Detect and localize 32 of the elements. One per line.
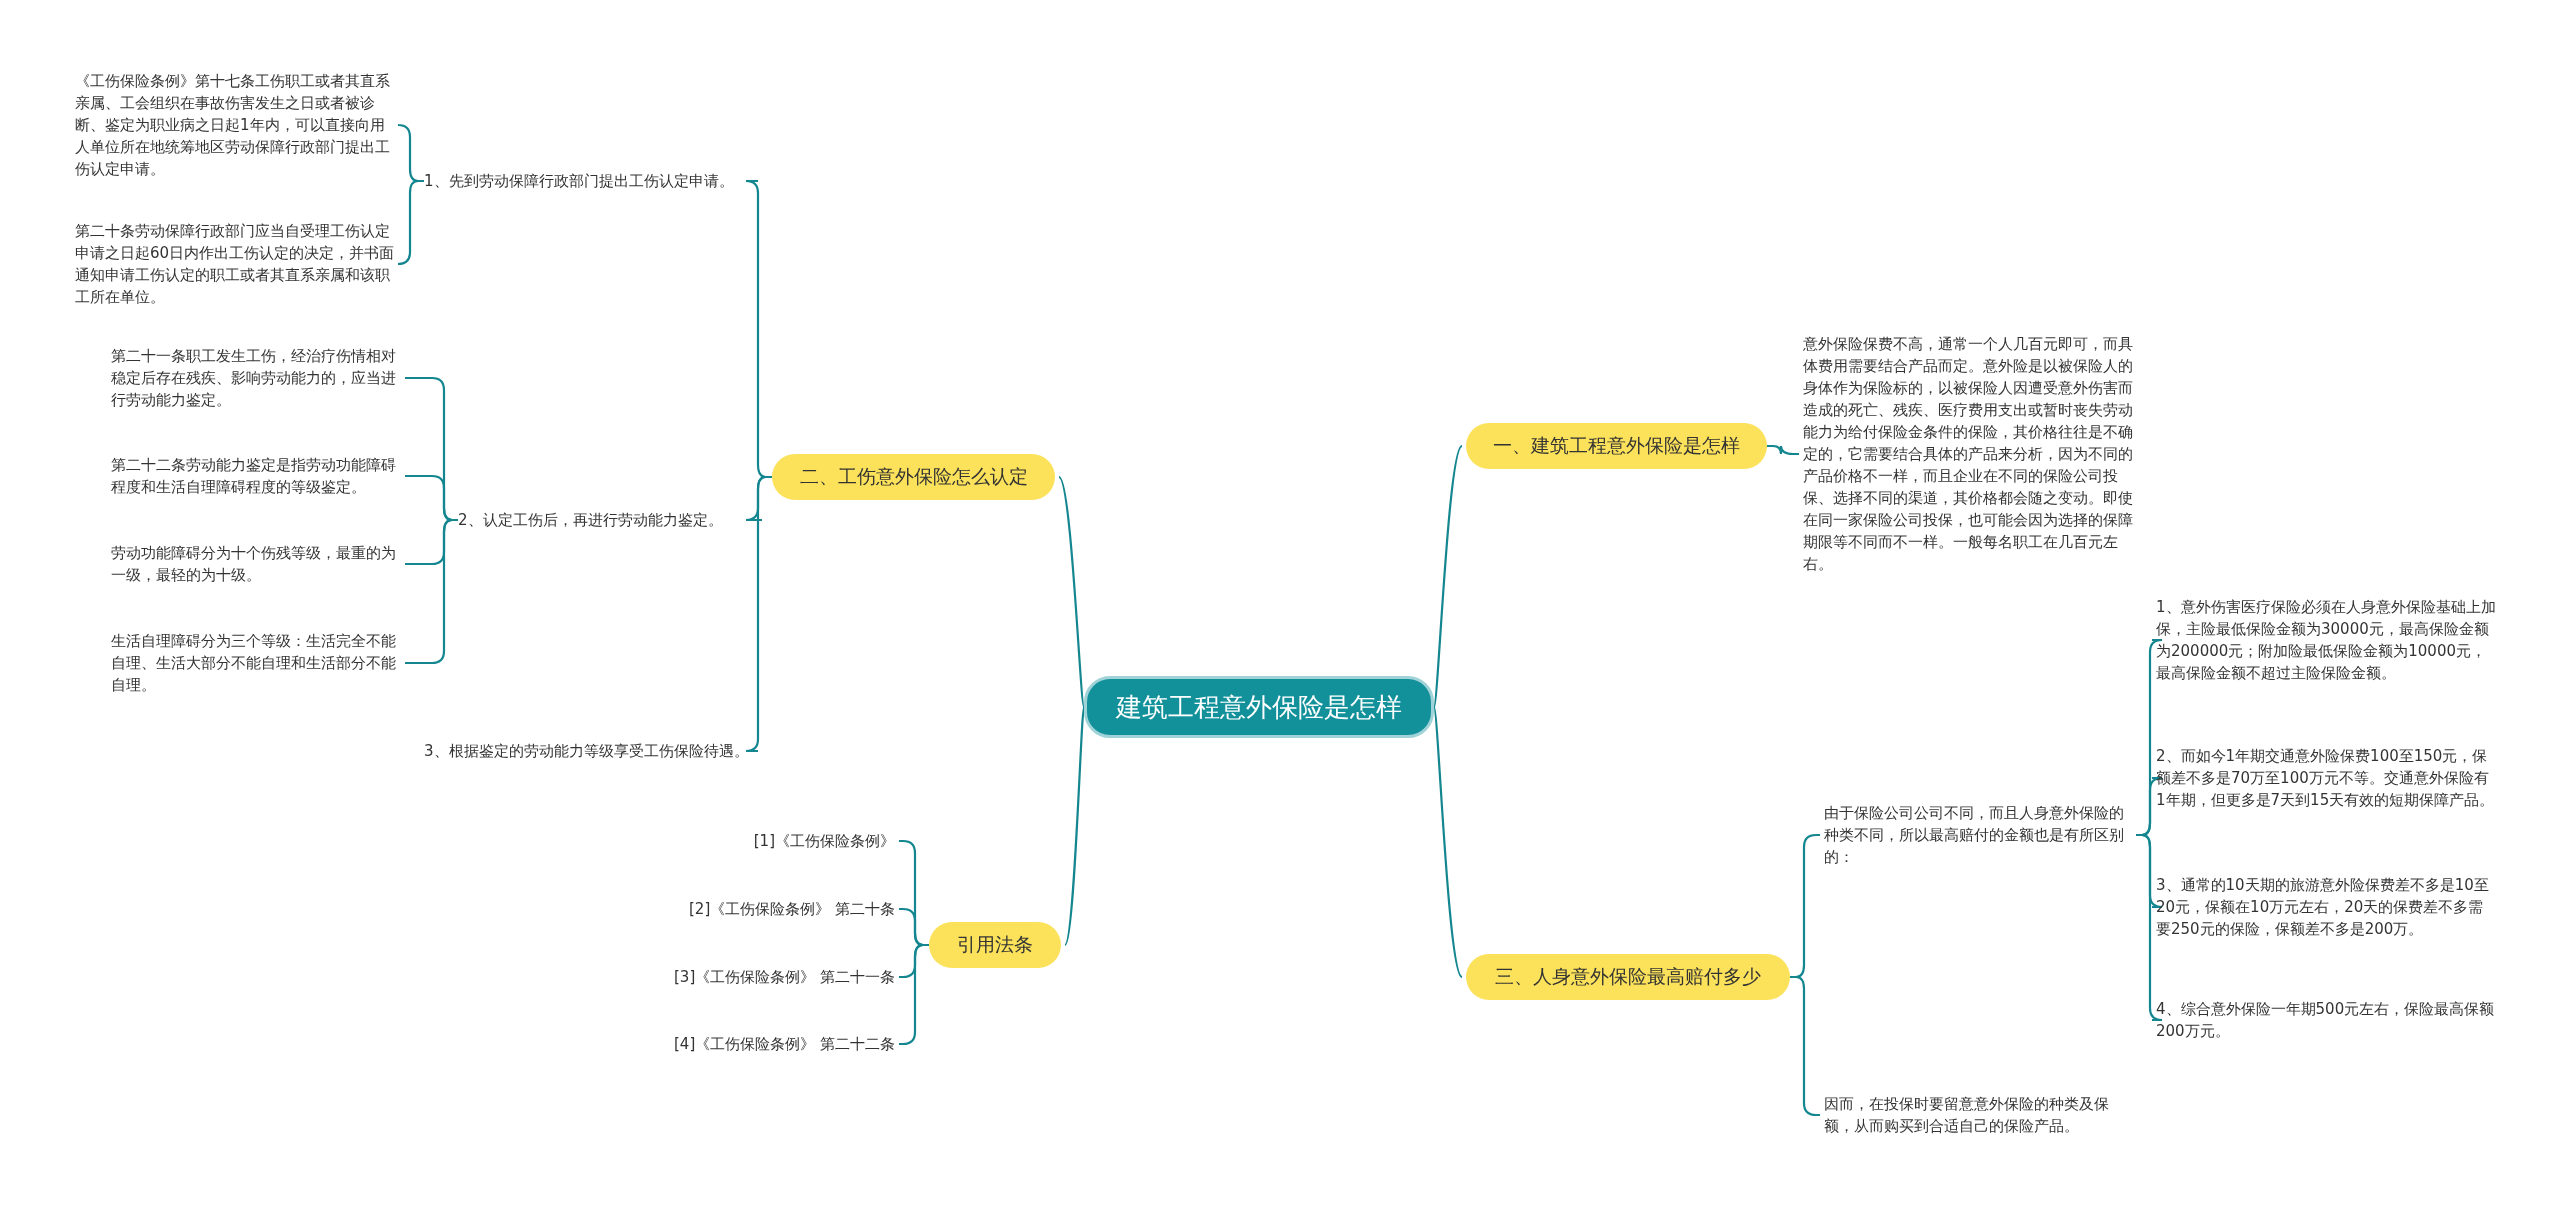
note-text: 第二十条劳动保障行政部门应当自受理工伤认定申请之日起60日内作出工伤认定的决定，并书面通知申请工伤认定的职工或者其直系亲属和该职工所在单位。 bbox=[75, 220, 395, 308]
connector-line bbox=[396, 179, 424, 266]
note-text: 生活自理障碍分为三个等级：生活完全不能自理、生活大部分不能自理和生活部分不能自理。 bbox=[111, 630, 401, 696]
note-text: 1、意外伤害医疗保险必须在人身意外保险基础上加保，主险最低保险金额为30000元，最高保险金额为200000元；附加险最低保险金额为10000元，最高保险金额不超过主险保险金额。 bbox=[2156, 596, 2496, 684]
note-text: 3、根据鉴定的劳动能力等级享受工伤保险待遇。 bbox=[424, 740, 754, 762]
connector-line bbox=[1432, 706, 1463, 978]
note-text: 由于保险公司公司不同，而且人身意外保险的种类不同，所以最高赔付的金额也是有所区别的： bbox=[1824, 802, 2136, 868]
connector-line bbox=[1058, 476, 1086, 708]
note-text: 2、认定工伤后，再进行劳动能力鉴定。 bbox=[458, 509, 758, 531]
connector-line bbox=[1432, 445, 1463, 708]
topic-box: 引用法条 bbox=[929, 922, 1061, 968]
connector-line bbox=[1064, 706, 1086, 946]
note-text: 第二十二条劳动能力鉴定是指劳动功能障碍程度和生活自理障碍程度的等级鉴定。 bbox=[111, 454, 401, 498]
reference-text: [3]《工伤保险条例》 第二十一条 bbox=[674, 966, 895, 988]
central-topic-box: 建筑工程意外保险是怎样 bbox=[1084, 676, 1434, 738]
topic-box: 一、建筑工程意外保险是怎样 bbox=[1466, 423, 1767, 469]
reference-text: [4]《工伤保险条例》 第二十二条 bbox=[674, 1033, 895, 1055]
connector-line bbox=[405, 518, 458, 665]
note-text: 劳动功能障碍分为十个伤残等级，最重的为一级，最轻的为十级。 bbox=[111, 542, 401, 586]
note-text: 1、先到劳动保障行政部门提出工伤认定申请。 bbox=[424, 170, 754, 192]
note-text: 3、通常的10天期的旅游意外险保费差不多是10至20元，保额在10万元左右，20天的保费差不多需要250元的保险，保额差不多是200万。 bbox=[2156, 874, 2496, 940]
note-text: 因而，在投保时要留意意外保险的种类及保额，从而购买到合适自己的保险产品。 bbox=[1824, 1093, 2136, 1137]
note-text: 《工伤保险条例》第十七条工伤职工或者其直系亲属、工会组织在事故伤害发生之日或者被诊断、鉴定为职业病之日起1年内，可以直接向用人单位所在地统筹地区劳动保障行政部门提出工伤认定申请。 bbox=[75, 70, 395, 180]
connector-line bbox=[1767, 444, 1799, 456]
note-text: 4、综合意外保险一年期500元左右，保险最高保额200万元。 bbox=[2156, 998, 2496, 1042]
topic-box: 三、人身意外保险最高赔付多少 bbox=[1466, 954, 1790, 1000]
note-text: 2、而如今1年期交通意外险保费100至150元，保额差不多是70万至100万元不等。交通意外保险有1年期，但更多是7天到15天有效的短期保障产品。 bbox=[2156, 745, 2496, 811]
note-text: 第二十一条职工发生工伤，经治疗伤情相对稳定后存在残疾、影响劳动能力的，应当进行劳动能力鉴定。 bbox=[111, 345, 401, 411]
note-text: 意外保险保费不高，通常一个人几百元即可，而具体费用需要结合产品而定。意外险是以被保险人的身体作为保险标的，以被保险人因遭受意外伤害而造成的死亡、残疾、医疗费用支出或暂时丧失劳动能力为给付保险金条件的保险，其价格往往是不确定的，它需要结合具体的产品来分析，因为不同的产品价格不一样，而且企业在不同的保险公司投保、选择不同的渠道，其价格都会随之变动。即使在同一家保险公司投保，也可能会因为选择的保障期限等不同而不一样。一般每名职工在几百元左右。 bbox=[1803, 333, 2133, 575]
reference-text: [1]《工伤保险条例》 bbox=[753, 830, 895, 852]
topic-box: 二、工伤意外保险怎么认定 bbox=[772, 454, 1055, 500]
reference-text: [2]《工伤保险条例》 第二十条 bbox=[689, 898, 895, 920]
